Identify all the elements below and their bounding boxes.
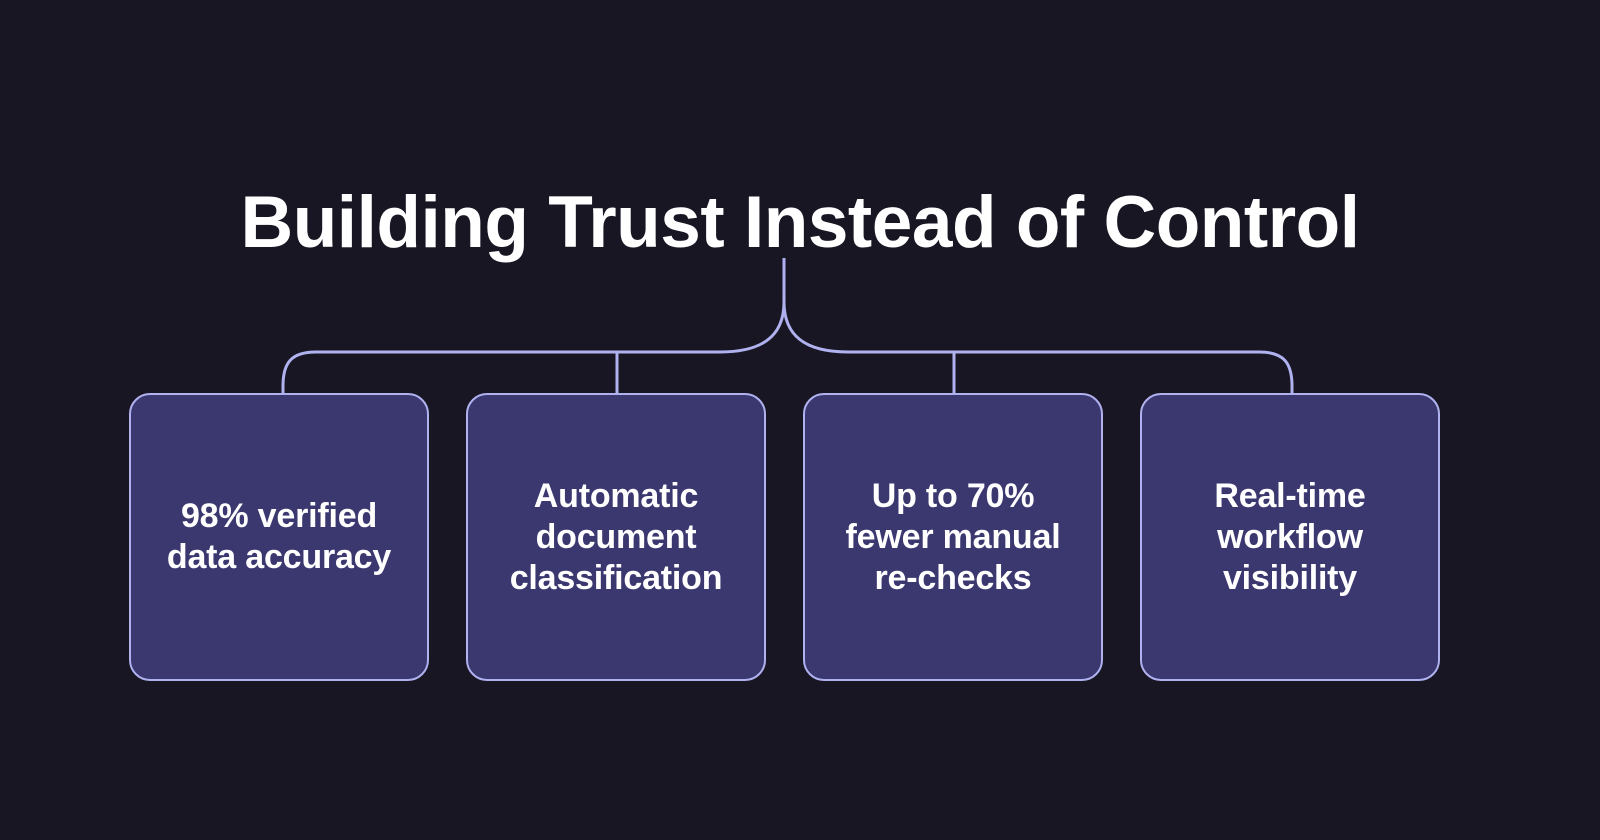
node-card-1-label: 98% verified data accuracy — [166, 497, 392, 576]
page-title: Building Trust Instead of Control — [240, 181, 1361, 263]
node-card-3[interactable]: Up to 70% fewer manual re-checks — [803, 393, 1103, 681]
node-card-4-label: Real-time workflow visibility — [1214, 476, 1366, 597]
node-card-2[interactable]: Automatic document classification — [466, 393, 766, 681]
connector-left-branch — [281, 301, 786, 393]
node-card-2-label: Automatic document classification — [509, 476, 723, 597]
node-cards-row: 98% verified data accuracy Automatic doc… — [129, 393, 1440, 681]
node-card-4[interactable]: Real-time workflow visibility — [1140, 393, 1440, 681]
node-card-1[interactable]: 98% verified data accuracy — [129, 393, 429, 681]
node-card-3-label: Up to 70% fewer manual re-checks — [845, 476, 1061, 597]
connector-right-branch — [782, 301, 1294, 393]
